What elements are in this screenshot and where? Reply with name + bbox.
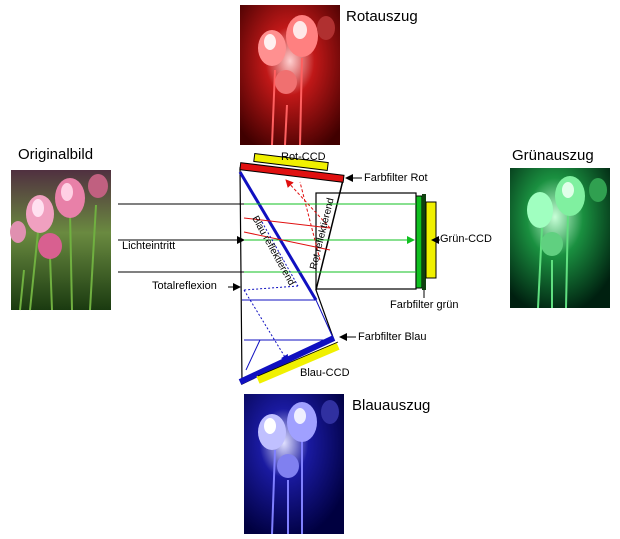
blue-extract-label: Blauauszug <box>352 397 431 414</box>
green-extract-label: Grünauszug <box>512 147 594 164</box>
red-extract-image <box>240 5 340 146</box>
green-ccd-label: Grün-CCD <box>440 233 492 245</box>
blue-filter-label: Farbfilter Blau <box>358 331 427 343</box>
green-filter-label: Farbfilter grün <box>390 299 459 311</box>
red-filter <box>239 162 345 183</box>
red-ccd-label: Rot-CCD <box>281 151 326 163</box>
prism-assembly <box>238 152 437 385</box>
light-rays <box>118 179 416 363</box>
red-extract-label: Rotauszug <box>346 8 418 25</box>
green-filter <box>415 195 423 289</box>
light-entry-label: Lichteintritt <box>122 240 176 252</box>
green-extract-image <box>510 168 610 309</box>
blue-extract-image <box>244 394 344 535</box>
blue-ccd-label: Blau-CCD <box>300 367 350 379</box>
original-image <box>10 170 111 311</box>
annotation-arrows <box>228 174 440 341</box>
green-ccd-dark <box>422 194 426 290</box>
original-image-label: Originalbild <box>18 146 94 163</box>
blue-reflecting-surface <box>238 171 318 301</box>
total-reflection-label: Totalreflexion <box>152 280 217 292</box>
blue-ccd <box>256 342 340 384</box>
red-filter-label: Farbfilter Rot <box>364 172 428 184</box>
red-ccd <box>253 152 329 172</box>
